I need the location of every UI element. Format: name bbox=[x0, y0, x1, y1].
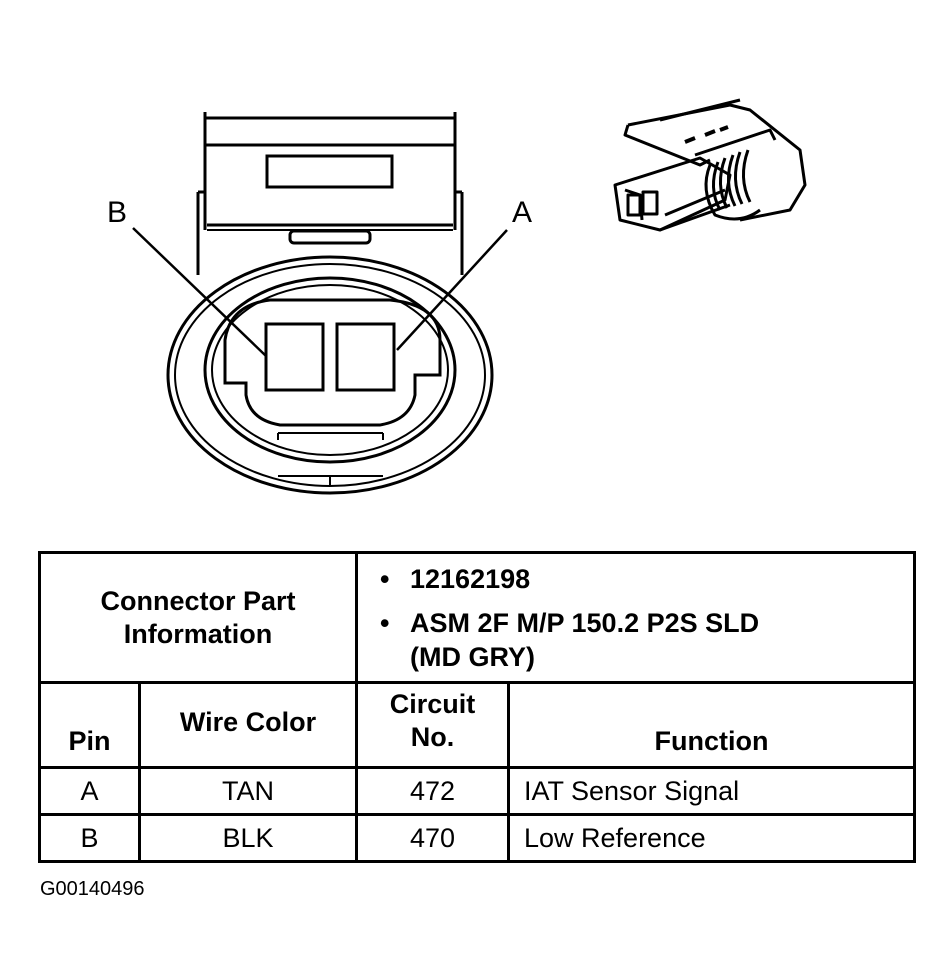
part-description: ASM 2F M/P 150.2 P2S SLD (MD GRY) bbox=[380, 606, 913, 674]
connector-isometric-view bbox=[600, 98, 840, 250]
header-function: Function bbox=[506, 681, 917, 769]
part-description-line2: (MD GRY) bbox=[410, 641, 535, 672]
part-info-row: Connector Part Information 12162198 ASM … bbox=[38, 551, 917, 684]
column-header-row: Pin Wire Color Circuit No. Function bbox=[38, 681, 917, 769]
pin-label-b: B bbox=[107, 196, 128, 229]
part-info-label-line2: Information bbox=[123, 618, 273, 649]
header-pin: Pin bbox=[38, 681, 141, 769]
header-circuit-line1: Circuit bbox=[389, 689, 476, 719]
connector-iso-drawing bbox=[613, 98, 807, 232]
header-circuit-line2: No. bbox=[410, 722, 455, 752]
header-wire-color: Wire Color bbox=[138, 681, 358, 769]
part-number: 12162198 bbox=[380, 562, 913, 596]
part-info-values: 12162198 ASM 2F M/P 150.2 P2S SLD (MD GR… bbox=[354, 551, 917, 684]
figure-id: G00140496 bbox=[40, 878, 145, 900]
cell-function: Low Reference bbox=[506, 813, 917, 863]
table-row: A TAN 472 IAT Sensor Signal bbox=[38, 766, 917, 816]
cell-circuit: 472 bbox=[355, 766, 510, 816]
table-row: B BLK 470 Low Reference bbox=[38, 813, 917, 863]
cell-wire-color: TAN bbox=[138, 766, 358, 816]
header-circuit-no: Circuit No. bbox=[355, 681, 510, 769]
cell-circuit: 470 bbox=[355, 813, 510, 863]
part-description-line1: ASM 2F M/P 150.2 P2S SLD bbox=[410, 607, 760, 638]
connector-info-table: Connector Part Information 12162198 ASM … bbox=[38, 551, 917, 863]
connector-front-view: B A bbox=[0, 0, 560, 530]
cell-wire-color: BLK bbox=[138, 813, 358, 863]
cell-pin: B bbox=[38, 813, 141, 863]
part-info-label: Connector Part Information bbox=[38, 551, 358, 684]
cell-function: IAT Sensor Signal bbox=[506, 766, 917, 816]
pin-label-a: A bbox=[512, 196, 533, 229]
cell-pin: A bbox=[38, 766, 141, 816]
connector-face-drawing bbox=[132, 112, 508, 495]
part-info-label-line1: Connector Part bbox=[100, 585, 296, 616]
